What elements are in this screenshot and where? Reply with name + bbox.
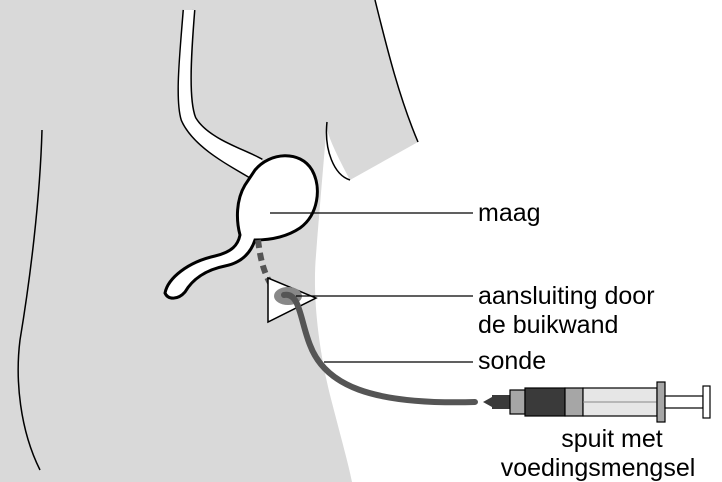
syringe-connector [510,390,525,414]
label-stomach: maag [478,199,541,227]
label-syringe-line1: spuit met [561,425,662,453]
label-tube: sonde [478,347,546,375]
syringe [483,382,710,422]
syringe-barrel-dark [525,388,565,416]
syringe-plunger-rod [665,396,703,408]
body-silhouette [0,0,418,482]
syringe-nozzle [492,395,512,409]
syringe-plunger-head [703,386,710,418]
label-connection-line1: aansluiting door [478,282,655,310]
label-syringe-line2: voedingsmengsel [501,454,696,482]
label-connection-line2: de buikwand [478,311,618,339]
syringe-flange [657,382,665,422]
syringe-barrel-mid [565,388,583,416]
syringe-tip [483,397,492,407]
